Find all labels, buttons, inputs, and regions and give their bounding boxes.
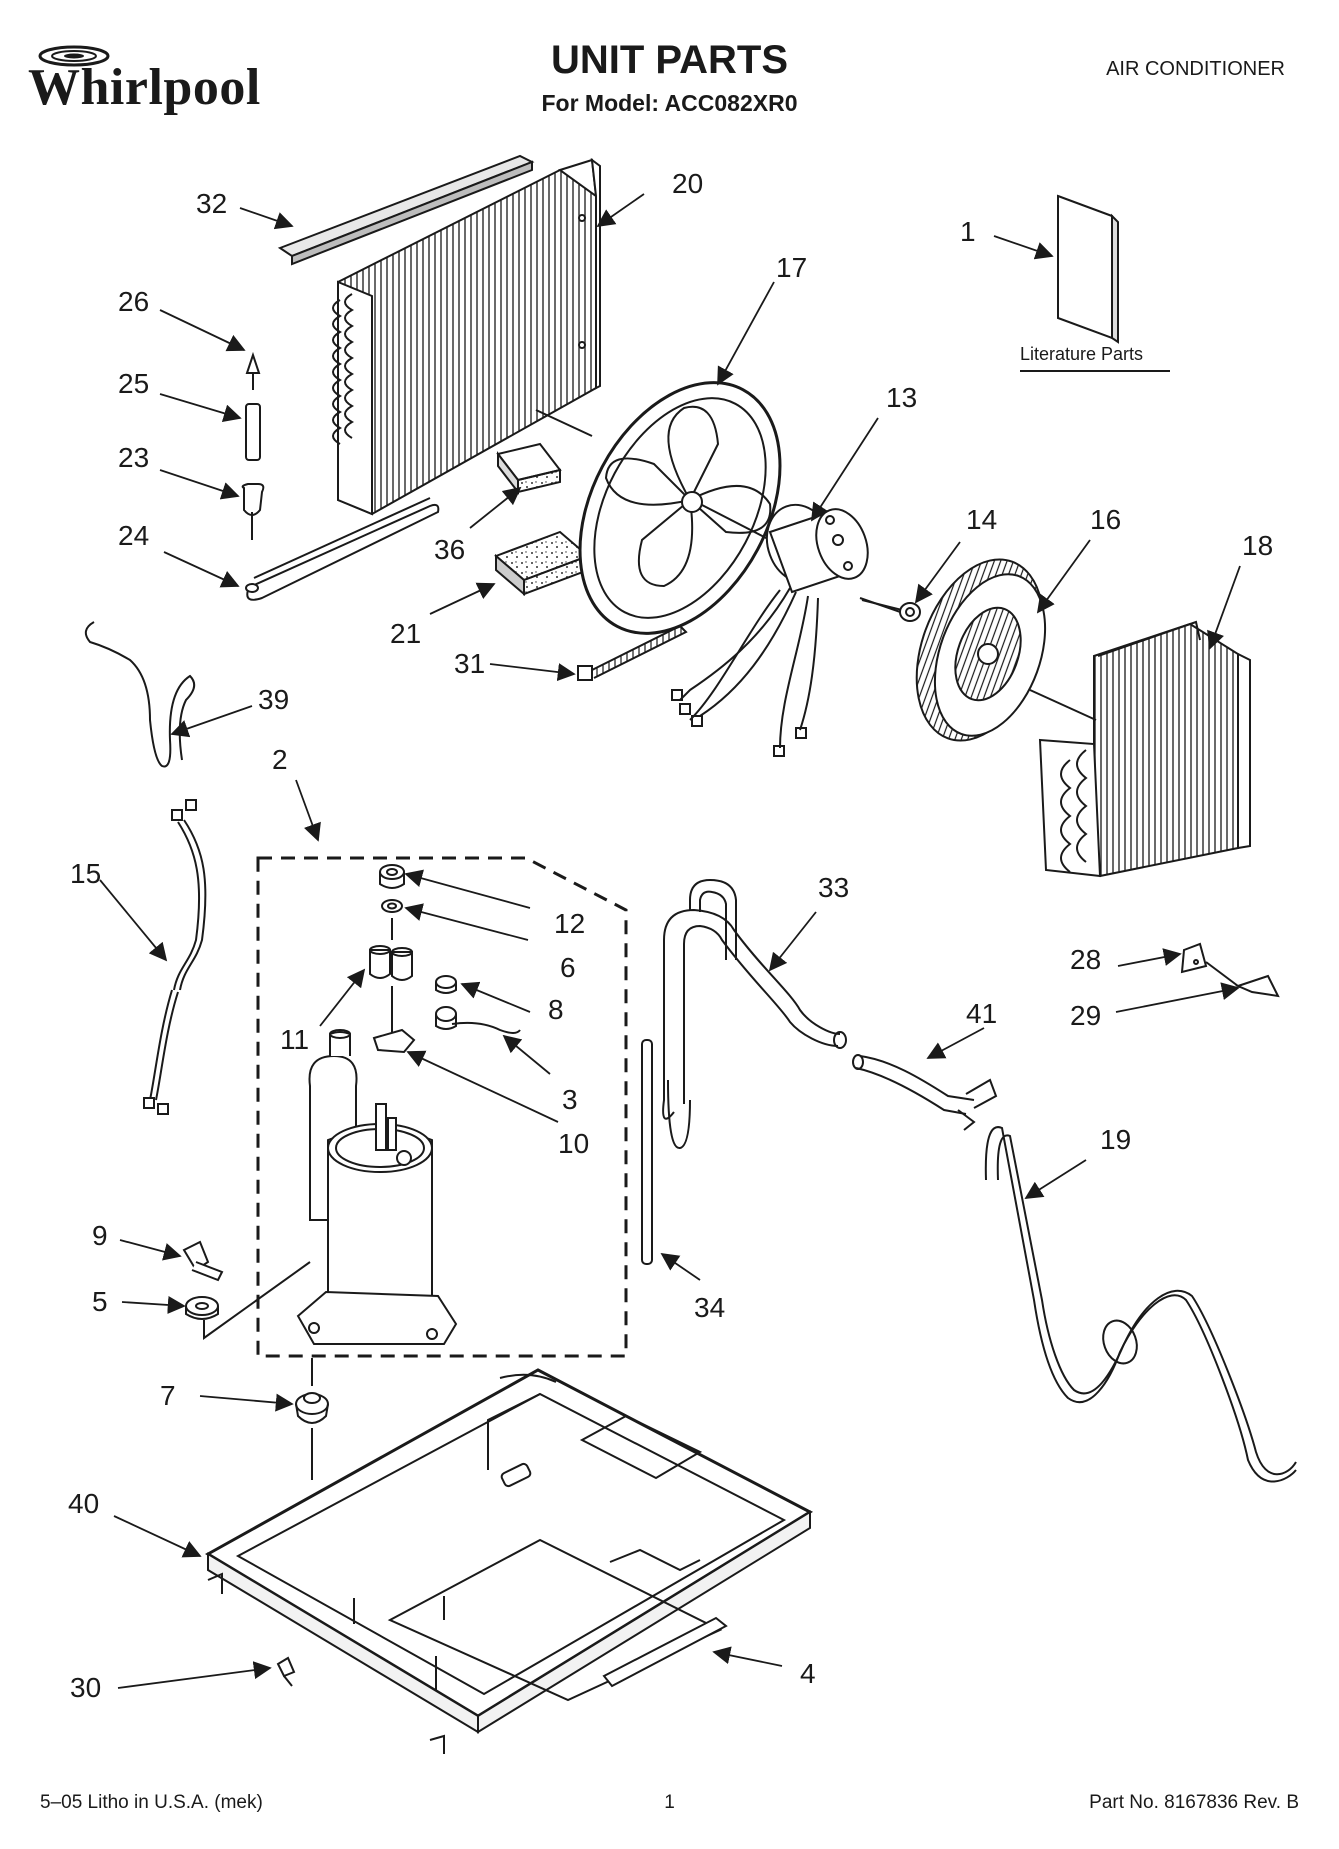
part-21-foam-block bbox=[496, 532, 588, 594]
callout-20: 20 bbox=[672, 168, 704, 199]
callout-12: 12 bbox=[554, 908, 586, 939]
part-8-thermal-cap bbox=[436, 976, 456, 993]
footer-print-info: 5–05 Litho in U.S.A. (mek) bbox=[40, 1792, 263, 1813]
part-4-rail bbox=[604, 1618, 726, 1686]
part-2-compressor-group-boundary bbox=[258, 858, 626, 1356]
part-17-fan-assembly bbox=[539, 348, 820, 667]
part-41-suction-tube bbox=[853, 1055, 996, 1130]
callout-18: 18 bbox=[1242, 530, 1274, 561]
callout-28: 28 bbox=[1070, 944, 1102, 975]
callout-7: 7 bbox=[160, 1380, 176, 1411]
part-39-bracket bbox=[86, 622, 194, 766]
literature-underline bbox=[1020, 370, 1170, 372]
part-6-washer bbox=[382, 900, 402, 912]
callout-29: 29 bbox=[1070, 1000, 1102, 1031]
compressor-body bbox=[298, 1030, 456, 1344]
footer-page-number: 1 bbox=[664, 1792, 675, 1813]
callout-10: 10 bbox=[558, 1128, 590, 1159]
part-11-grommet bbox=[370, 946, 412, 980]
part-31-cable-tie bbox=[578, 626, 686, 680]
whirlpool-swoosh-icon bbox=[38, 45, 110, 67]
part-34-tube bbox=[642, 1040, 652, 1264]
part-36-foam-block bbox=[498, 444, 560, 492]
part-40-base-pan bbox=[208, 1370, 810, 1754]
callout-15: 15 bbox=[70, 858, 102, 889]
callout-6: 6 bbox=[560, 952, 576, 983]
part-12-nut bbox=[380, 865, 404, 888]
part-33-discharge-tube bbox=[663, 880, 846, 1148]
callout-17: 17 bbox=[776, 252, 808, 283]
callout-24: 24 bbox=[118, 520, 150, 551]
page-title: UNIT PARTS bbox=[550, 38, 789, 82]
callout-36: 36 bbox=[434, 534, 466, 565]
callout-16: 16 bbox=[1090, 504, 1122, 535]
callout-33: 33 bbox=[818, 872, 850, 903]
callout-8: 8 bbox=[548, 994, 564, 1025]
callout-4: 4 bbox=[800, 1658, 816, 1689]
callout-11: 11 bbox=[280, 1024, 310, 1055]
callout-34: 34 bbox=[694, 1292, 726, 1323]
literature-parts-label: Literature Parts bbox=[1020, 344, 1144, 364]
callout-14: 14 bbox=[966, 504, 998, 535]
part-5-grommet bbox=[186, 1297, 218, 1319]
part-26-pin bbox=[247, 355, 259, 373]
callout-21: 21 bbox=[390, 618, 422, 649]
callout-31: 31 bbox=[454, 648, 486, 679]
part-18-evaporator-coil bbox=[1040, 622, 1250, 876]
part-19-capillary-tube bbox=[986, 1127, 1296, 1481]
footer-part-number: Part No. 8167836 Rev. B bbox=[1089, 1792, 1299, 1813]
callout-5: 5 bbox=[92, 1286, 108, 1317]
part-28-clip bbox=[1182, 944, 1206, 972]
part-7-grommet bbox=[296, 1393, 328, 1423]
part-30-screw bbox=[278, 1658, 294, 1686]
callout-13: 13 bbox=[886, 382, 918, 413]
part-3-overload bbox=[436, 1007, 520, 1033]
callout-19: 19 bbox=[1100, 1124, 1132, 1155]
callout-26: 26 bbox=[118, 286, 150, 317]
part-16-blower-wheel bbox=[893, 542, 1096, 758]
part-24-tube bbox=[246, 498, 438, 600]
callout-25: 25 bbox=[118, 368, 150, 399]
part-14-nut bbox=[900, 603, 920, 621]
part-15-wire-harness bbox=[144, 800, 205, 1114]
part-32-seal-strip bbox=[280, 156, 532, 264]
part-29-pin bbox=[1238, 976, 1278, 996]
part-10-plate bbox=[374, 1030, 414, 1052]
product-category: AIR CONDITIONER bbox=[1106, 58, 1285, 80]
callout-41: 41 bbox=[966, 998, 998, 1029]
part-9-clip bbox=[184, 1242, 222, 1280]
part-1-literature-booklet bbox=[1058, 196, 1118, 342]
brand-logo-text: Whirlpool bbox=[28, 59, 261, 116]
callout-23: 23 bbox=[118, 442, 150, 473]
model-subtitle: For Model: ACC082XR0 bbox=[541, 90, 798, 116]
callout-2: 2 bbox=[272, 744, 288, 775]
callout-32: 32 bbox=[196, 188, 228, 219]
part-23-sleeve bbox=[243, 484, 264, 515]
callout-30: 30 bbox=[70, 1672, 102, 1703]
callout-39: 39 bbox=[258, 684, 290, 715]
part-25-rod bbox=[246, 404, 260, 460]
part-20-condenser-coil bbox=[333, 160, 600, 514]
callout-1: 1 bbox=[960, 216, 976, 247]
callout-9: 9 bbox=[92, 1220, 108, 1251]
callout-3: 3 bbox=[562, 1084, 578, 1115]
callout-40: 40 bbox=[68, 1488, 100, 1519]
